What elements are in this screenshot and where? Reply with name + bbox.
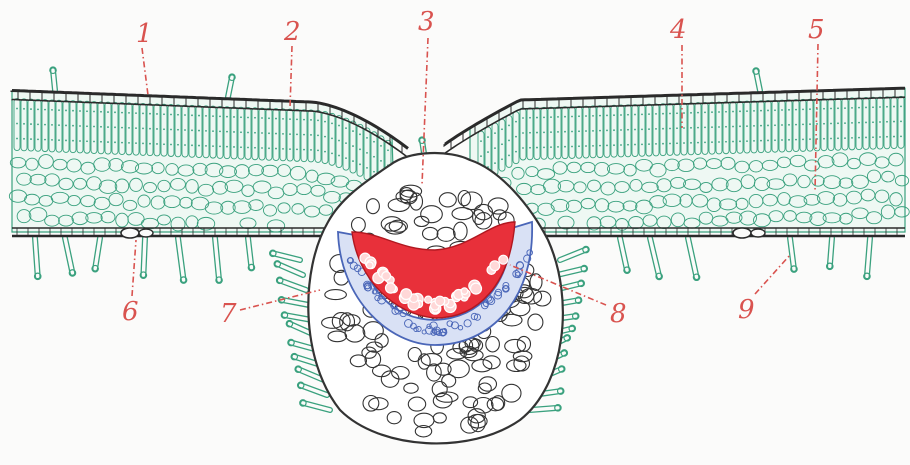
trichome-lower-3 xyxy=(140,238,146,278)
label-7: 7 xyxy=(220,299,237,329)
trichome-lower-2 xyxy=(92,238,100,272)
trichome-lower-5 xyxy=(215,238,222,283)
trichome-lower-7 xyxy=(620,238,630,273)
leader-line-9 xyxy=(755,255,790,294)
trichome-lower-1 xyxy=(65,238,76,276)
trichome-upper-3 xyxy=(753,68,760,91)
trichome-midrib-1 xyxy=(274,261,303,275)
label-3: 3 xyxy=(418,7,435,37)
trichome-lower-8 xyxy=(650,238,662,280)
label-2: 2 xyxy=(283,17,301,47)
trichome-lower-10 xyxy=(790,238,797,272)
trichome-lower-4 xyxy=(178,238,187,283)
label-4: 4 xyxy=(669,15,687,45)
leader-line-1 xyxy=(142,48,148,95)
trichome-lower-0 xyxy=(35,238,41,280)
trichome-lower-11 xyxy=(827,238,833,270)
leader-line-2 xyxy=(290,46,292,108)
label-5: 5 xyxy=(808,15,825,45)
trichome-midrib-11 xyxy=(560,246,589,260)
trichome-midrib-9 xyxy=(298,382,327,395)
mesophyll-blade-right xyxy=(470,88,905,232)
label-9: 9 xyxy=(738,295,755,325)
trichome-midrib-12 xyxy=(557,265,587,275)
stoma-right xyxy=(733,228,765,238)
trichome-midrib-10 xyxy=(300,400,330,410)
stoma-left xyxy=(121,228,153,238)
trichome-upper-0 xyxy=(50,67,56,90)
leader-line-6 xyxy=(132,240,136,296)
trichome-midrib-3 xyxy=(278,297,309,305)
trichome-lower-9 xyxy=(688,238,700,280)
trichome-midrib-0 xyxy=(270,250,300,260)
label-1: 1 xyxy=(136,19,153,49)
label-6: 6 xyxy=(122,297,139,327)
trichome-midrib-2 xyxy=(277,277,306,290)
trichome-upper-1 xyxy=(228,74,235,97)
trichome-lower-12 xyxy=(864,238,870,280)
label-8: 8 xyxy=(610,299,627,329)
trichome-lower-6 xyxy=(248,238,255,271)
